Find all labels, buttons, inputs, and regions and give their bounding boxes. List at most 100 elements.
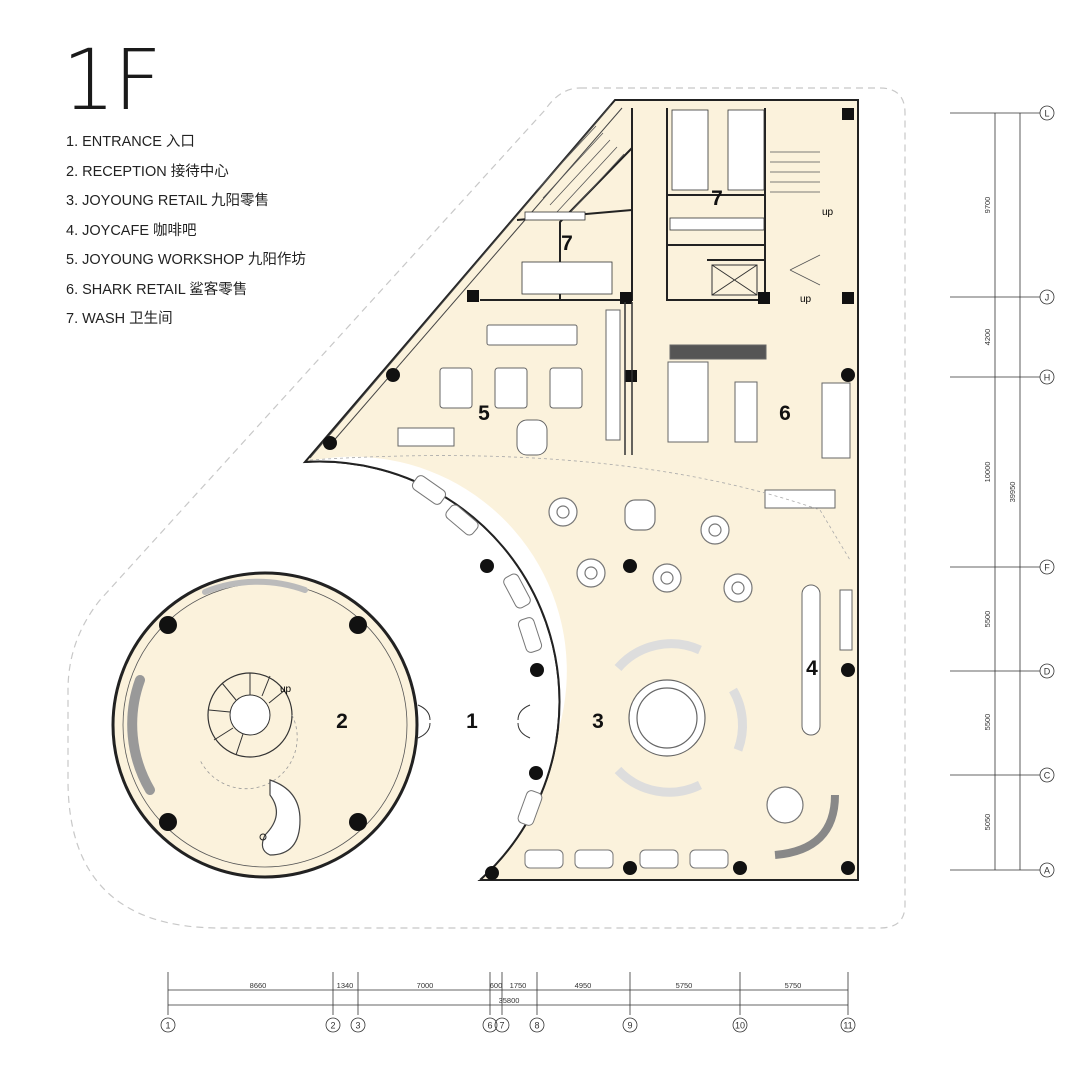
elevator: [711, 264, 758, 296]
grid-axis-label: H: [1044, 373, 1051, 383]
vertical-dimension-chain: [950, 112, 1040, 871]
reception-counter: [261, 779, 301, 856]
hdim-seg-3: 600: [490, 981, 503, 990]
grid-axis-bubble: [482, 1017, 498, 1033]
stair-label-upper: up: [822, 207, 834, 218]
grid-axis-bubble: [732, 1017, 748, 1033]
stair-diagonal: [535, 125, 625, 220]
cafe-bar: [774, 584, 853, 859]
hdim-seg-5: 4950: [575, 981, 592, 990]
glazing-wall-inner: [329, 107, 623, 446]
zone-label-entrance: 1: [466, 710, 478, 733]
workshop-furniture: [397, 309, 621, 456]
grid-axis-bubble: [622, 1017, 638, 1033]
grid-axis-bubble: [840, 1017, 856, 1033]
hdim-seg-2: 7000: [417, 981, 434, 990]
zone-label-retail: 3: [592, 710, 604, 733]
toilet-stalls: [521, 109, 765, 295]
legend-item-wash: 7. WASH 卫生间: [66, 311, 173, 327]
workshop-partition: [624, 302, 633, 455]
legend-item-reception: 2. RECEPTION 接待中心: [66, 163, 229, 180]
stair-east: [770, 151, 821, 286]
zone-label-cafe: 4: [806, 657, 818, 680]
reception-bench: [202, 578, 308, 595]
grid-axis-label: F: [1044, 563, 1050, 573]
grid-axis-label: 7: [499, 1021, 504, 1031]
vdim-seg-0: 9700: [983, 197, 992, 214]
vdim-seg-1: 4200: [983, 329, 992, 346]
zone-label-wash-upper: 7: [711, 187, 723, 210]
vdim-total: 39950: [1008, 482, 1017, 503]
floor-title: 1F: [62, 31, 162, 129]
grid-axis-bubble: [1039, 663, 1055, 679]
grid-axis-label: 11: [843, 1021, 852, 1031]
hdim-seg-6: 5750: [676, 981, 693, 990]
reception-columns: [159, 616, 367, 831]
vertical-dimension-labels: 9700 4200 10000 5500 5500 5050 39950: [983, 197, 1017, 831]
service-core-walls: [480, 108, 766, 301]
shark-furniture: [667, 344, 851, 509]
hdim-seg-0: 8660: [250, 981, 267, 990]
grid-axis-bubble: [1039, 767, 1055, 783]
grid-axis-label: A: [1044, 866, 1050, 876]
grid-axis-label: C: [1044, 771, 1051, 781]
entrance-doors: [417, 704, 531, 739]
vdim-seg-3: 5500: [983, 611, 992, 628]
vdim-seg-2: 10000: [983, 462, 992, 483]
spiral-stair-path: [199, 714, 298, 790]
stair-label-lower: up: [800, 294, 812, 305]
legend-item-entrance: 1. ENTRANCE 入口: [66, 134, 195, 150]
legend: 1. ENTRANCE 入口 2. RECEPTION 接待中心 3. JOYO…: [66, 132, 306, 339]
grid-axis-bubble: [494, 1017, 510, 1033]
grid-axis-label: D: [1044, 667, 1051, 677]
hdim-seg-7: 5750: [785, 981, 802, 990]
spiral-stair-treads: [208, 673, 286, 756]
spiral-stair-core: [229, 694, 271, 736]
grid-axis-bubble: [160, 1017, 176, 1033]
grid-axis-label: L: [1044, 109, 1049, 119]
grid-axis-label: 9: [627, 1021, 632, 1031]
zone-label-shark: 6: [779, 402, 791, 425]
reception-pivot: [259, 833, 267, 841]
wall-columns: [467, 108, 854, 382]
grid-axis-bubble: [1039, 369, 1055, 385]
arc-seating: [411, 475, 729, 869]
legend-item-workshop: 5. JOYOUNG WORKSHOP 九阳作坊: [66, 252, 306, 268]
zone-label-wash-lower: 7: [561, 232, 573, 255]
vdim-seg-5: 5050: [983, 814, 992, 831]
grid-axis-bubble: [1039, 105, 1055, 121]
retail-tables: [548, 497, 804, 824]
horizontal-dimension-labels: 8660 1340 7000 600 1750 4950 5750 5750 3…: [250, 981, 802, 1005]
site-boundary: [67, 87, 906, 929]
arc-columns: [323, 368, 855, 880]
zone-number-labels: 1 2 3 4 5 6 7 7: [336, 187, 818, 733]
hdim-seg-4: 1750: [510, 981, 527, 990]
hdim-total: 35800: [499, 996, 520, 1005]
zone-label-reception: 2: [336, 710, 348, 733]
grid-axis-bubble: [1039, 862, 1055, 878]
vertical-grid-axes: L J H F D C A: [1039, 105, 1055, 878]
grid-axis-label: 1: [165, 1021, 170, 1031]
grid-axis-bubble: [1039, 559, 1055, 575]
grid-axis-label: 10: [735, 1021, 745, 1031]
grid-axis-bubble: [325, 1017, 341, 1033]
grid-axis-label: 8: [534, 1021, 539, 1031]
hdim-seg-1: 1340: [337, 981, 354, 990]
zone-label-workshop: 5: [478, 402, 490, 425]
horizontal-dimension-chain: [167, 972, 849, 1015]
grid-axis-label: J: [1045, 293, 1050, 303]
grid-axis-label: 6: [487, 1021, 492, 1031]
grid-axis-label: 3: [355, 1021, 360, 1031]
grid-axis-label: 2: [330, 1021, 335, 1031]
grid-axis-bubble: [350, 1017, 366, 1033]
legend-item-joycafe: 4. JOYCAFE 咖啡吧: [66, 222, 197, 239]
legend-item-shark-retail: 6. SHARK RETAIL 鲨客零售: [66, 281, 248, 298]
grid-axis-bubble: [529, 1017, 545, 1033]
central-display: [614, 639, 747, 797]
vdim-seg-4: 5500: [983, 714, 992, 731]
reception-sofa: [127, 675, 155, 795]
grid-axis-bubble: [1039, 289, 1055, 305]
legend-item-joyoung-retail: 3. JOYOUNG RETAIL 九阳零售: [66, 193, 270, 209]
